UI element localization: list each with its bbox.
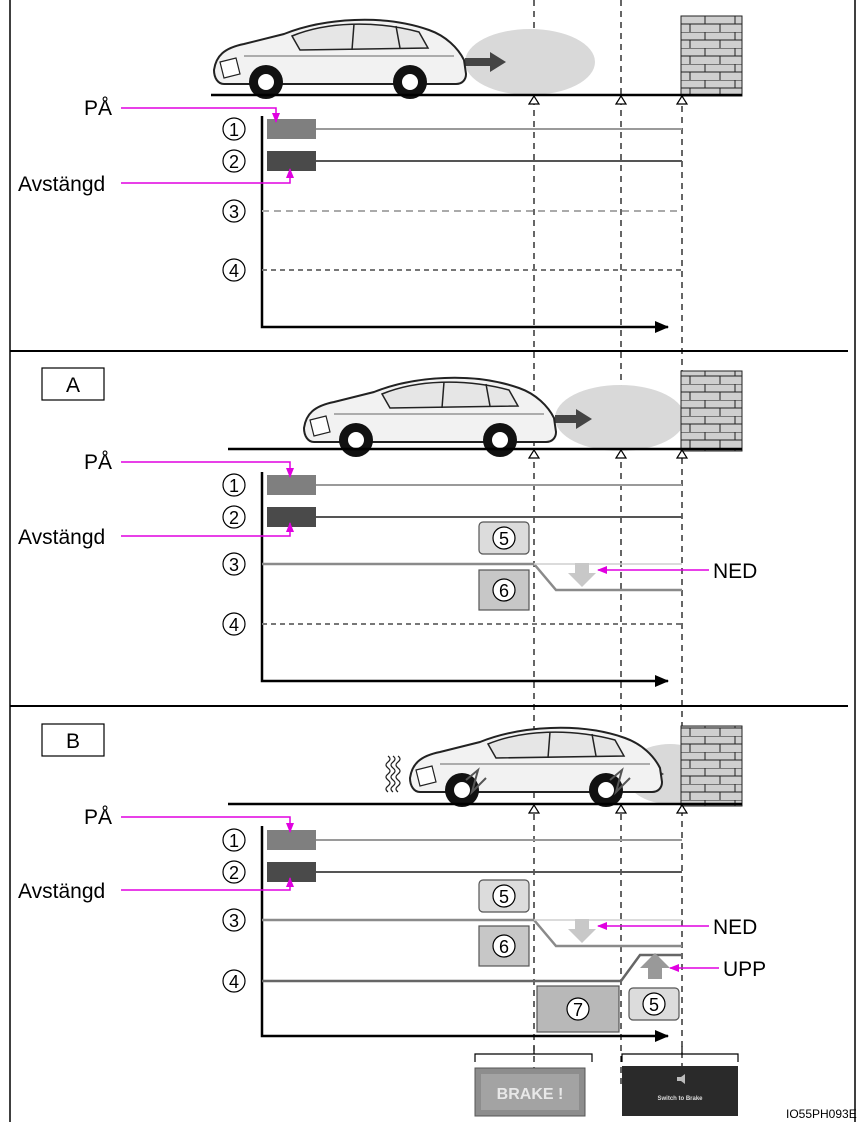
panel-a: A 5 6 1 2 3 4 PÅ: [18, 367, 757, 687]
on-bar-1: [267, 830, 316, 850]
signal-4-line: [262, 953, 682, 983]
svg-text:2: 2: [229, 863, 239, 883]
marker-1: 1: [222, 117, 246, 141]
on-label: PÅ: [84, 451, 112, 474]
panel-a-label: A: [66, 374, 80, 397]
marker-5-box: 5: [478, 879, 530, 913]
brake-screen: BRAKE !: [474, 1067, 586, 1117]
timing-lines: [533, 0, 683, 1085]
svg-text:BRAKE !: BRAKE !: [497, 1086, 564, 1103]
bracket: [621, 1046, 739, 1062]
off-label: Avstängd: [18, 526, 105, 549]
marker-3: 3: [222, 552, 246, 576]
svg-text:1: 1: [229, 831, 239, 851]
marker-1: 1: [222, 828, 246, 852]
svg-text:3: 3: [229, 555, 239, 575]
arrow-icon: [576, 409, 592, 429]
up-label: UPP: [723, 958, 766, 981]
marker-1: 1: [222, 473, 246, 497]
on-bar-1: [267, 475, 316, 495]
svg-text:6: 6: [499, 581, 509, 601]
down-arrow-icon: [568, 919, 596, 943]
off-bar-2: [267, 507, 316, 527]
on-bar-1: [267, 119, 316, 139]
marker-5-box: 5: [478, 521, 530, 555]
marker-6-box: 6: [478, 569, 530, 611]
panel-b: B 5 6: [18, 723, 857, 1121]
svg-text:2: 2: [229, 508, 239, 528]
marker-7-box: 7: [536, 985, 620, 1033]
panel-a-tag: [41, 367, 105, 401]
car-icon: [303, 376, 557, 458]
up-arrow-icon: [640, 953, 670, 979]
off-label: Avstängd: [18, 173, 105, 196]
signal-3-line: [262, 562, 682, 592]
speaker-icon: [677, 1074, 685, 1084]
marker-2: 2: [222, 860, 246, 884]
svg-text:1: 1: [229, 476, 239, 496]
bracket: [474, 1046, 593, 1062]
marker-3: 3: [222, 908, 246, 932]
down-label: NED: [713, 916, 757, 939]
marker-6-box: 6: [478, 925, 530, 967]
marker-5-box-2: 5: [628, 987, 680, 1021]
axis: [260, 472, 669, 687]
triangle-marker-icon: [528, 449, 688, 459]
on-label: PÅ: [84, 97, 112, 120]
brake-spark-icon: [465, 767, 487, 796]
svg-text:7: 7: [573, 1000, 583, 1020]
on-label: PÅ: [84, 806, 112, 829]
svg-text:2: 2: [229, 152, 239, 172]
detection-zone: [555, 385, 685, 451]
image-code: IO55PH093E: [786, 1107, 857, 1121]
marker-2: 2: [222, 149, 246, 173]
svg-text:5: 5: [649, 995, 659, 1015]
brick-wall-icon: [680, 370, 743, 452]
svg-text:4: 4: [229, 972, 239, 992]
marker-4: 4: [222, 258, 246, 282]
off-bar-2: [267, 151, 316, 171]
marker-4: 4: [222, 612, 246, 636]
svg-text:4: 4: [229, 615, 239, 635]
brick-wall-icon: [680, 15, 743, 97]
svg-text:6: 6: [499, 937, 509, 957]
arrow-icon: [490, 52, 506, 72]
off-bar-2: [267, 862, 316, 882]
panel-b-label: B: [66, 730, 80, 753]
switch-to-brake-screen: Switch to Brake: [622, 1066, 738, 1116]
marker-2: 2: [222, 505, 246, 529]
svg-text:4: 4: [229, 261, 239, 281]
svg-text:1: 1: [229, 120, 239, 140]
triangle-marker-icon: [528, 95, 688, 105]
panel-divider: [10, 350, 848, 707]
down-label: NED: [713, 560, 757, 583]
svg-text:Switch to Brake: Switch to Brake: [657, 1096, 703, 1102]
top-panel: 1 2 3 4 PÅ Avstängd: [18, 15, 743, 333]
off-label: Avstängd: [18, 880, 105, 903]
svg-text:5: 5: [499, 529, 509, 549]
car-icon: [409, 726, 663, 808]
axis: [260, 826, 668, 1036]
car-icon: [213, 18, 467, 100]
brick-wall-icon: [680, 725, 743, 807]
svg-text:5: 5: [499, 887, 509, 907]
signal-3-line: [262, 918, 682, 948]
marker-3: 3: [222, 199, 246, 223]
down-arrow-icon: [568, 563, 596, 587]
brake-spark-icon: [609, 767, 631, 796]
svg-text:3: 3: [229, 202, 239, 222]
axis: [260, 116, 669, 333]
panel-b-tag: [41, 723, 105, 757]
marker-4: 4: [222, 969, 246, 993]
detection-zone: [465, 29, 595, 95]
svg-text:3: 3: [229, 911, 239, 931]
